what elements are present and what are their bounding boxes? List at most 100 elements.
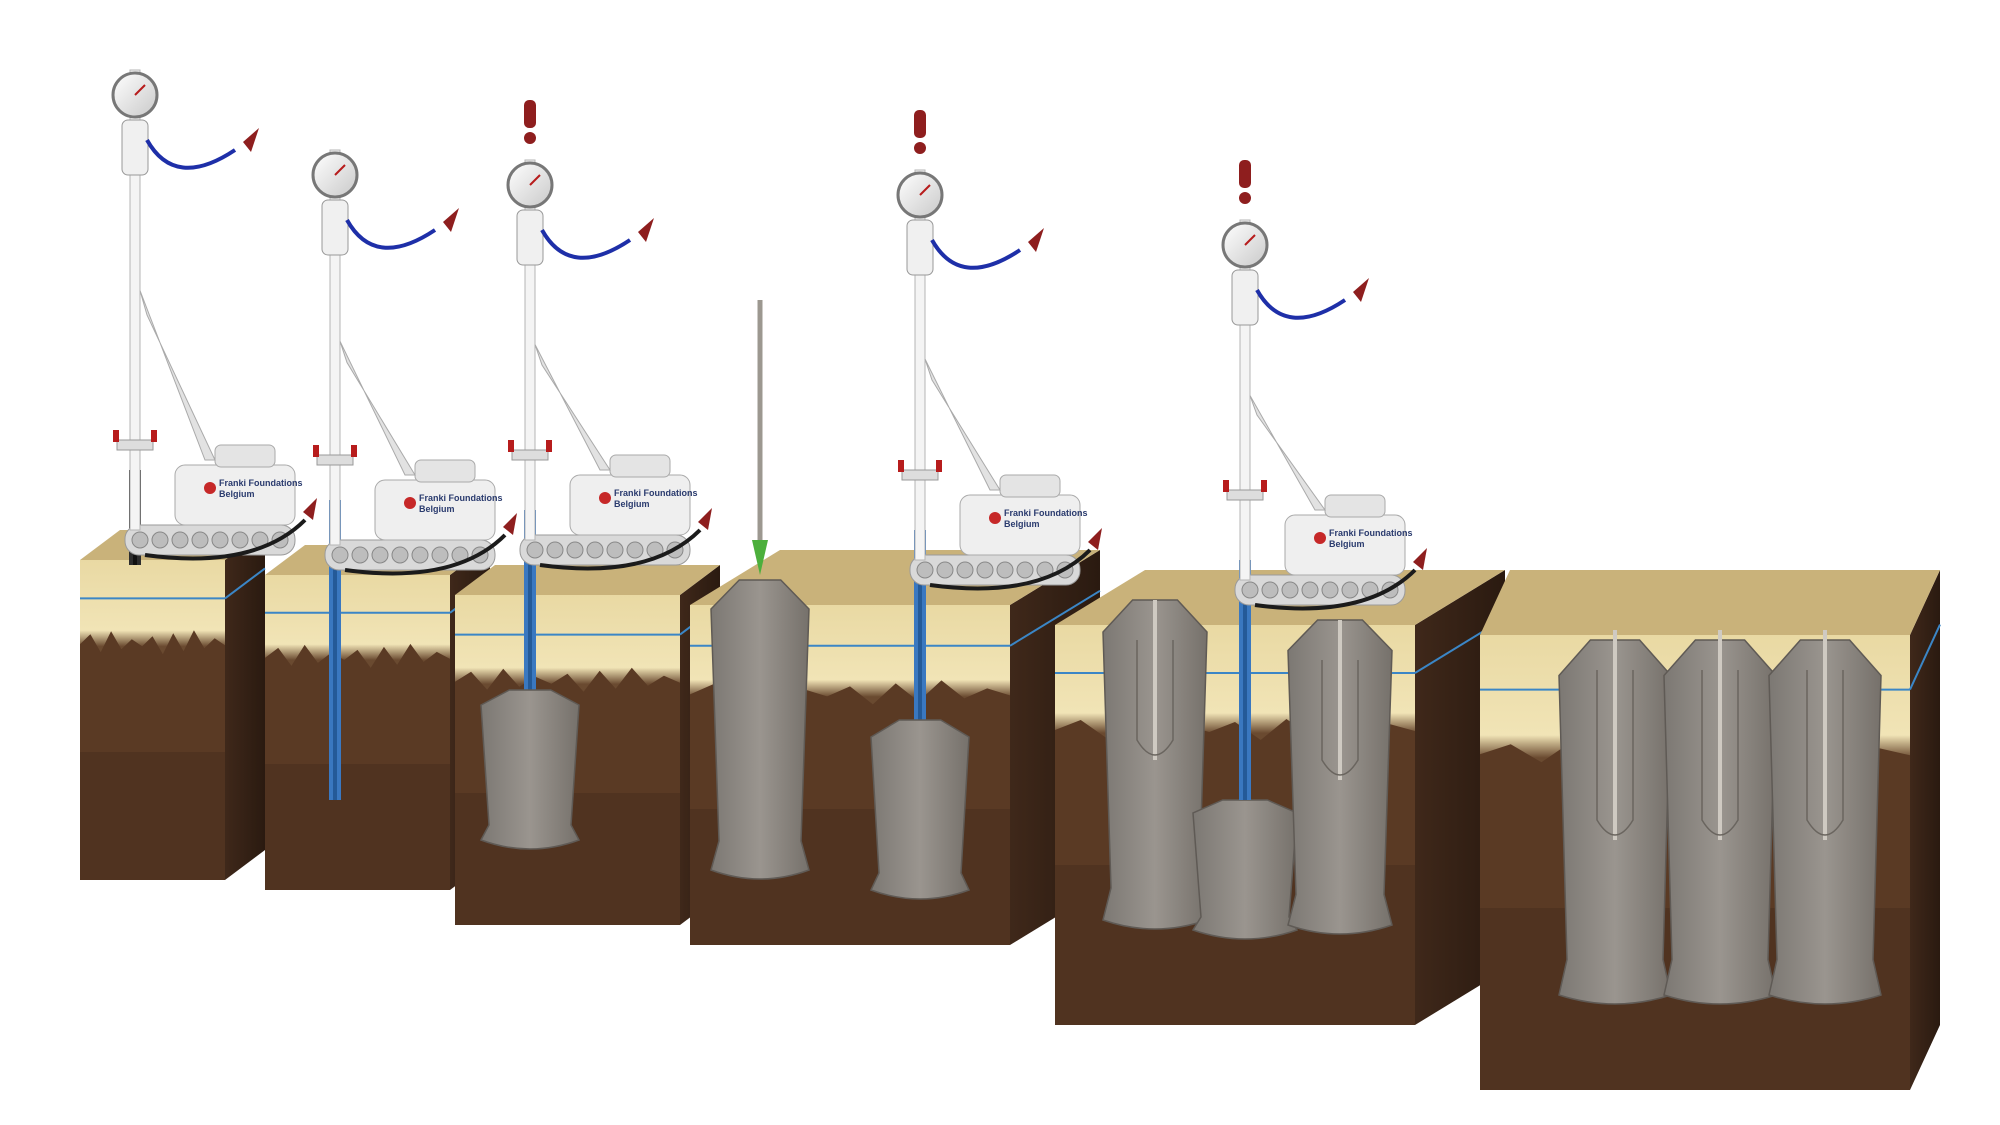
track-wheel [956, 561, 974, 579]
groundwater-line-side [224, 567, 266, 600]
groundwater-line-side [1909, 624, 1941, 691]
finished-rebar-1 [1596, 630, 1634, 840]
rig-clamp-handle [546, 440, 552, 452]
rig-mast [914, 169, 926, 561]
track-wheel [231, 531, 249, 549]
rig-engine-cover [609, 454, 671, 478]
track-wheel [131, 531, 149, 549]
logo-line2: Belgium [219, 489, 255, 499]
track-wheel [976, 561, 994, 579]
logo-mark-icon [599, 492, 611, 504]
rig-engine-cover [214, 444, 276, 468]
rig-hammer [1231, 269, 1259, 326]
track-wheel [371, 546, 389, 564]
rig-hose [929, 548, 1092, 591]
hose-arrow-icon [1088, 528, 1102, 550]
logo-mark-icon [204, 482, 216, 494]
alert-exclamation-icon [914, 110, 926, 138]
track-wheel [391, 546, 409, 564]
rig-clamp-handle [1223, 480, 1229, 492]
logo-mark-icon [989, 512, 1001, 524]
casing-step-3-core [528, 510, 532, 690]
alert-exclamation-icon [524, 100, 536, 128]
soil-blocks [80, 300, 1941, 1090]
rig-clamp-handle [113, 430, 119, 442]
piles [129, 300, 1882, 1005]
rig-track [519, 534, 691, 566]
track-wheel [1321, 581, 1339, 599]
alert-exclamation-dot [1239, 192, 1251, 204]
rig-clamp-handle [898, 460, 904, 472]
logo-line2: Belgium [1004, 519, 1040, 529]
casing-step-6-core [1243, 560, 1247, 800]
concrete-bulb-step-5 [869, 719, 971, 900]
track-wheel [411, 546, 429, 564]
rig-engine-cover [999, 474, 1061, 498]
track-wheel [211, 531, 229, 549]
rig-hammer [906, 219, 934, 276]
clay-lower-shade [265, 764, 450, 890]
gauge-needle [529, 174, 541, 186]
air-flow-arrow-icon [443, 208, 459, 232]
rig-clamp [316, 454, 354, 466]
finished-rebar-2 [1701, 630, 1739, 840]
rig-clamp-handle [351, 445, 357, 457]
track-wheel [331, 546, 349, 564]
track-wheel [1016, 561, 1034, 579]
air-hose [540, 229, 632, 260]
concrete-bulb-6b [1191, 799, 1299, 940]
soil-block-side [1910, 570, 1940, 1090]
hose-arrow-icon [1413, 548, 1427, 570]
logo-mark-icon [1314, 532, 1326, 544]
rig-clamp-handle [936, 460, 942, 472]
concrete-pile-step-4 [710, 579, 810, 880]
casing-step-5-core [918, 530, 922, 720]
groundwater-line-side [1009, 589, 1101, 647]
track-wheel [586, 541, 604, 559]
gauge-needle [1244, 234, 1256, 246]
rebar-cage-outline [1701, 670, 1739, 836]
rig-clamp [901, 469, 939, 481]
rig-clamp-handle [508, 440, 514, 452]
air-hose [145, 139, 237, 170]
track-wheel [526, 541, 544, 559]
track-wheel [626, 541, 644, 559]
track-wheel [916, 561, 934, 579]
hose-arrow-icon [698, 508, 712, 530]
green-arrow-icon [752, 540, 768, 575]
rig-track [1234, 574, 1406, 606]
finished-rebar-3 [1806, 630, 1844, 840]
clay-lower-shade [80, 752, 225, 880]
rebar-cage-outline [1806, 670, 1844, 836]
rig-track [909, 554, 1081, 586]
rig-clamp-handle [1261, 480, 1267, 492]
hose-arrow-icon [303, 498, 317, 520]
rig-mast [524, 159, 536, 541]
logo-line1: Franki Foundations [1004, 508, 1088, 518]
clay-layer [265, 643, 450, 890]
rig-hose [539, 528, 702, 571]
rig-hammer [516, 209, 544, 266]
clay-layer [80, 630, 225, 880]
track-wheel [1241, 581, 1259, 599]
logo-line2: Belgium [614, 499, 650, 509]
rig-hose [144, 518, 307, 561]
track-wheel [1261, 581, 1279, 599]
track-wheel [936, 561, 954, 579]
rebar-cage-6a [1136, 600, 1174, 760]
logo-line1: Franki Foundations [219, 478, 303, 488]
rig-track [124, 524, 296, 556]
rig-clamp [116, 439, 154, 451]
air-hose [930, 239, 1022, 270]
rig-boom [339, 341, 416, 476]
track-wheel [171, 531, 189, 549]
soil-block-top [455, 565, 720, 595]
soil-block-side [225, 530, 265, 880]
